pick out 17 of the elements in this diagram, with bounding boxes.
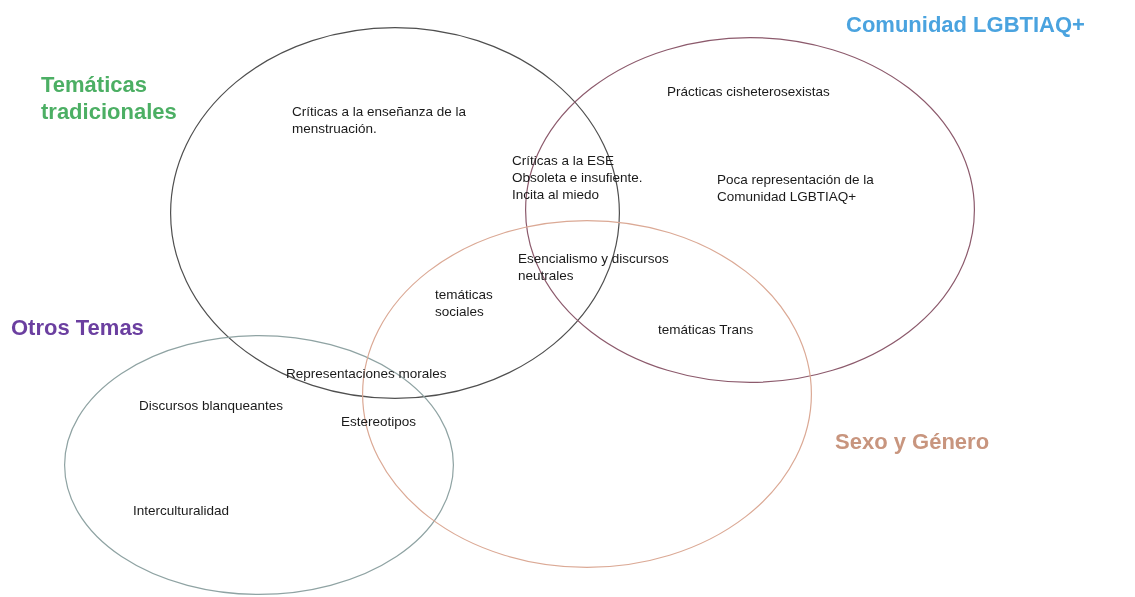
region-label: Estereotipos bbox=[341, 413, 417, 430]
region-label: Representaciones morales bbox=[286, 365, 447, 382]
region-label: temáticas sociales bbox=[435, 286, 494, 320]
region-label: Poca representación de la Comunidad LGBTIAQ+ bbox=[717, 171, 875, 205]
set-heading: Otros Temas bbox=[11, 314, 144, 341]
region-label: Críticas a la ESE bbox=[512, 152, 615, 169]
set-heading: Sexo y Género bbox=[835, 428, 990, 455]
region-label: Obsoleta e insufiente. bbox=[512, 169, 643, 186]
region-label: Discursos blanqueantes bbox=[139, 397, 284, 414]
set-heading: Temáticas tradicionales bbox=[41, 71, 178, 125]
region-label: Prácticas cisheterosexistas bbox=[667, 83, 830, 100]
region-label: Incita al miedo bbox=[512, 186, 600, 203]
set-heading: Comunidad LGBTIAQ+ bbox=[846, 11, 1085, 38]
region-label: Esencialismo y discursos neutrales bbox=[518, 250, 670, 284]
region-label: Críticas a la enseñanza de la menstruación. bbox=[292, 103, 468, 137]
region-label: temáticas Trans bbox=[658, 321, 754, 338]
region-label: Interculturalidad bbox=[133, 502, 230, 519]
